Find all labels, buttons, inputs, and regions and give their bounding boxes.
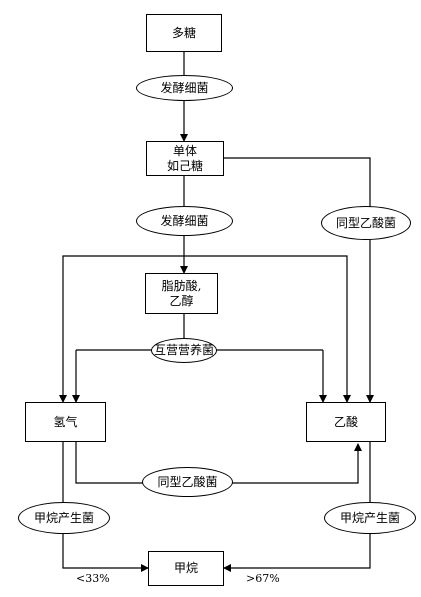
arrow-branch-to-hydrogen bbox=[59, 255, 184, 403]
arrow-branch-to-acetic-acid bbox=[184, 255, 351, 403]
microbe-homoacetogen-bottom-label: 同型乙酸菌 bbox=[157, 474, 218, 489]
microbe-fermenting-bacteria-2: 发酵细菌 bbox=[136, 206, 233, 236]
percentage-hydrogen-pathway: <33% bbox=[76, 572, 110, 585]
microbe-homoacetogen-right-label: 同型乙酸菌 bbox=[335, 215, 396, 230]
node-polysaccharide-label: 多糖 bbox=[171, 25, 196, 40]
node-acetic-acid: 乙酸 bbox=[306, 402, 386, 442]
microbe-fermenting-bacteria-1: 发酵细菌 bbox=[136, 75, 233, 101]
microbe-homoacetogen-right: 同型乙酸菌 bbox=[321, 206, 411, 240]
node-acetic-acid-label: 乙酸 bbox=[333, 414, 358, 429]
node-hydrogen-label: 氢气 bbox=[53, 414, 78, 429]
microbe-fermenting-bacteria-2-label: 发酵细菌 bbox=[160, 213, 209, 228]
microbe-fermenting-bacteria-1-label: 发酵细菌 bbox=[160, 80, 209, 95]
node-monomer: 单体 如己糖 bbox=[146, 141, 224, 176]
arrow-acetic-acid-to-methane bbox=[223, 534, 371, 572]
microbe-methanogen-right-label: 甲烷产生菌 bbox=[339, 510, 400, 525]
microbe-syntrophic-bacteria: 互营营养菌 bbox=[151, 338, 217, 363]
arrow-monomer-to-acetic-acid bbox=[224, 157, 374, 403]
node-fatty-acid-label-2: 乙醇 bbox=[169, 293, 194, 308]
node-hydrogen: 氢气 bbox=[25, 402, 106, 442]
percentage-acetate-pathway: >67% bbox=[246, 572, 280, 585]
node-fatty-acid-label-1: 脂肪酸, bbox=[161, 278, 202, 293]
microbe-methanogen-left-label: 甲烷产生菌 bbox=[33, 510, 94, 525]
microbe-homoacetogen-bottom: 同型乙酸菌 bbox=[142, 467, 233, 497]
node-methane-label: 甲烷 bbox=[173, 561, 198, 575]
arrow-hydrogen-to-methane bbox=[62, 534, 149, 572]
node-polysaccharide: 多糖 bbox=[146, 14, 222, 52]
microbe-syntrophic-bacteria-label: 互营营养菌 bbox=[153, 343, 214, 357]
node-monomer-label-1: 单体 bbox=[172, 143, 197, 158]
microbe-methanogen-left: 甲烷产生菌 bbox=[18, 502, 110, 534]
node-fatty-acid-ethanol: 脂肪酸, 乙醇 bbox=[145, 273, 218, 314]
node-methane: 甲烷 bbox=[148, 551, 224, 586]
microbe-methanogen-right: 甲烷产生菌 bbox=[324, 502, 416, 534]
node-monomer-label-2: 如己糖 bbox=[166, 158, 203, 173]
